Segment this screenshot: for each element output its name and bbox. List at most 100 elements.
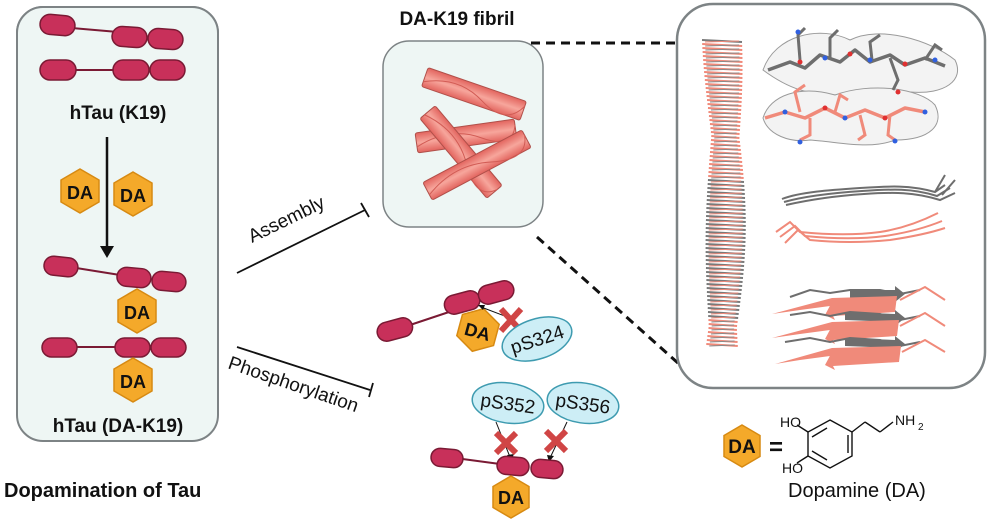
helix-rung: [710, 300, 738, 303]
phosphorylation-label: Phosphorylation: [225, 353, 361, 417]
block-x-icon: [543, 428, 569, 454]
helix-rung: [705, 44, 740, 47]
fibril-helix: [701, 39, 746, 347]
helix-rung: [711, 324, 735, 327]
helix-rung: [708, 248, 743, 251]
helix-rung: [708, 228, 743, 231]
helix-rung: [709, 208, 743, 211]
svg-text:DA: DA: [120, 372, 146, 392]
helix-rung: [709, 92, 739, 95]
helix-rung: [709, 212, 743, 215]
amine-label: NH: [895, 412, 915, 428]
helix-rung: [712, 120, 738, 123]
helix-rung: [713, 128, 737, 131]
da-hexagon: DA: [455, 307, 501, 353]
fibril-panel: [382, 40, 544, 228]
helix-rung: [705, 56, 740, 59]
dopaminated-tau-molecule: DA: [43, 255, 187, 334]
equals-sign: =: [769, 434, 783, 461]
tau-molecule-pS324: DA pS324: [376, 280, 573, 362]
helix-rung: [711, 176, 741, 179]
dopamine-structure: [796, 419, 894, 469]
helix-rung: [710, 180, 742, 183]
helix-rung: [711, 328, 734, 331]
helix-rung: [708, 252, 742, 255]
helix-rung: [713, 148, 738, 151]
helix-rung: [710, 308, 737, 311]
helix-rung: [711, 168, 740, 171]
helix-rung: [709, 200, 743, 203]
dopamine-name: Dopamine (DA): [788, 480, 926, 502]
arrow-down-icon: [100, 137, 114, 258]
helix-rung: [709, 284, 740, 287]
helix-rung: [708, 224, 743, 227]
phospho-site-badge: pS356: [546, 381, 620, 425]
fibril-title: DA-K19 fibril: [399, 9, 514, 30]
helix-rung: [708, 236, 743, 239]
amine-subscript: 2: [918, 422, 924, 433]
svg-text:DA: DA: [124, 303, 150, 323]
helix-rung: [713, 140, 737, 143]
helix-rung: [709, 344, 735, 347]
helix-rung: [708, 264, 742, 267]
svg-text:DA: DA: [67, 183, 93, 203]
phosphorylation-inhibition: Phosphorylation: [225, 346, 374, 417]
helix-rung: [708, 244, 743, 247]
helix-rung: [708, 88, 740, 91]
helix-rung: [709, 340, 735, 343]
helix-rung: [708, 256, 742, 259]
helix-rung: [710, 296, 738, 299]
helix-rung: [705, 52, 740, 55]
da-hexagon: DA: [113, 171, 153, 217]
helix-rung: [710, 336, 735, 339]
tau-molecule: [39, 59, 186, 81]
helix-rung: [710, 188, 742, 191]
helix-rung: [711, 116, 738, 119]
helix-rung: [708, 220, 743, 223]
helix-rung: [708, 260, 742, 263]
fibril: [423, 130, 531, 200]
helix-rung: [710, 108, 739, 111]
hydroxyl-bottom-label: HO: [782, 460, 803, 476]
helix-rung: [709, 216, 743, 219]
helix-rung: [709, 196, 743, 199]
helix-rung: [713, 144, 738, 147]
helix-rung: [709, 96, 739, 99]
phospho-site-badge: pS324: [501, 316, 573, 362]
helix-rung: [712, 160, 740, 163]
da-hexagon: DA: [117, 288, 157, 334]
svg-text:DA: DA: [728, 437, 756, 458]
svg-text:DA: DA: [498, 488, 524, 508]
helix-rung: [706, 60, 740, 63]
helix-rung: [713, 132, 737, 135]
zoom-connector-bottom: [536, 235, 698, 382]
helix-rung: [711, 316, 736, 319]
fibril: [421, 67, 527, 121]
helix-rung: [706, 68, 740, 71]
dopamination-panel: hTau (K19) DA DA DA: [16, 6, 219, 442]
helix-rung: [710, 100, 739, 103]
helix-rung: [709, 276, 741, 279]
htau-da-k19-label: hTau (DA-K19): [53, 416, 184, 437]
helix-rung: [710, 332, 735, 335]
assembly-label: Assembly: [245, 192, 329, 247]
da-hexagon: DA: [492, 475, 530, 519]
helix-rung: [710, 184, 742, 187]
helix-rung: [709, 204, 743, 207]
helix-rung: [710, 192, 742, 195]
beta-sheet-ribbons: [772, 285, 946, 370]
assembly-inhibition: Assembly: [236, 192, 370, 274]
panel-box: [16, 6, 219, 442]
helix-rung: [705, 48, 740, 51]
helix-rung: [709, 288, 739, 291]
svg-text:DA: DA: [120, 186, 146, 206]
tau-molecule: [39, 13, 184, 51]
helix-rung: [708, 240, 743, 243]
helix-rung: [707, 72, 740, 75]
helix-rung: [711, 320, 735, 323]
da-hexagon: DA: [60, 168, 100, 214]
helix-rung: [711, 172, 741, 175]
helix-rung: [708, 268, 741, 271]
helix-rung: [710, 312, 736, 315]
